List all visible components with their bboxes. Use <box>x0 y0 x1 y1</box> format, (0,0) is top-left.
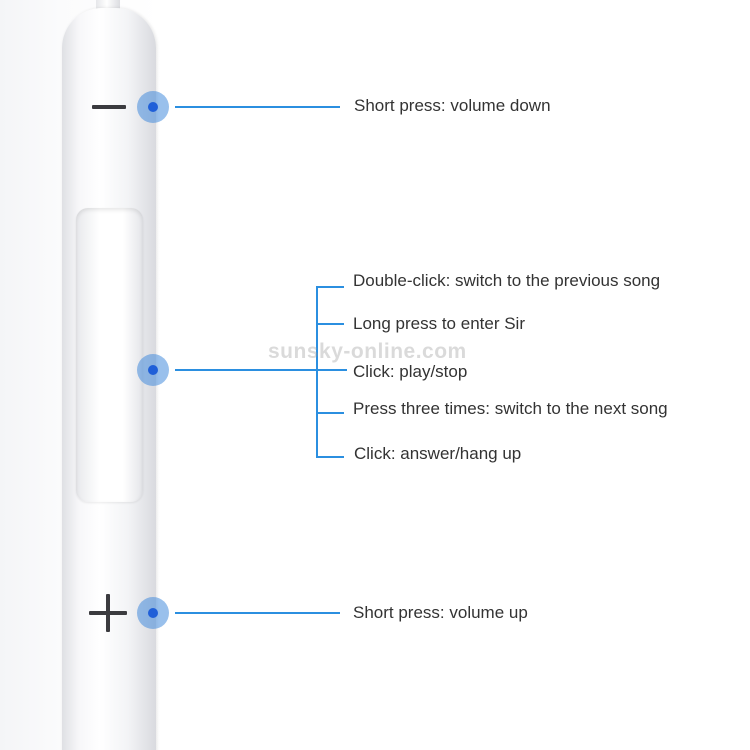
volume-up-label: Short press: volume up <box>353 603 528 622</box>
center-label-long-press: Long press to enter Sir <box>353 314 525 333</box>
plus-icon <box>89 594 127 632</box>
volume-up-marker <box>137 597 169 629</box>
center-button <box>76 208 143 502</box>
bracket-tick-5 <box>316 456 344 458</box>
center-button-marker <box>137 354 169 386</box>
center-label-press-three: Press three times: switch to the next so… <box>353 399 668 418</box>
center-label-double-click: Double-click: switch to the previous son… <box>353 271 661 290</box>
center-leader-line <box>175 369 347 371</box>
bracket-tick-4 <box>316 412 344 414</box>
bracket-tick-2 <box>316 323 344 325</box>
center-label-click-play: Click: play/stop <box>353 362 468 381</box>
minus-icon <box>92 105 126 109</box>
volume-down-label: Short press: volume down <box>354 96 551 115</box>
watermark: sunsky-online.com <box>268 340 467 363</box>
center-bracket-line <box>316 286 318 458</box>
center-label-answer: Click: answer/hang up <box>354 444 522 463</box>
bracket-tick-1 <box>316 286 344 288</box>
volume-up-leader-line <box>175 612 340 614</box>
volume-down-marker <box>137 91 169 123</box>
volume-down-leader-line <box>175 106 340 108</box>
